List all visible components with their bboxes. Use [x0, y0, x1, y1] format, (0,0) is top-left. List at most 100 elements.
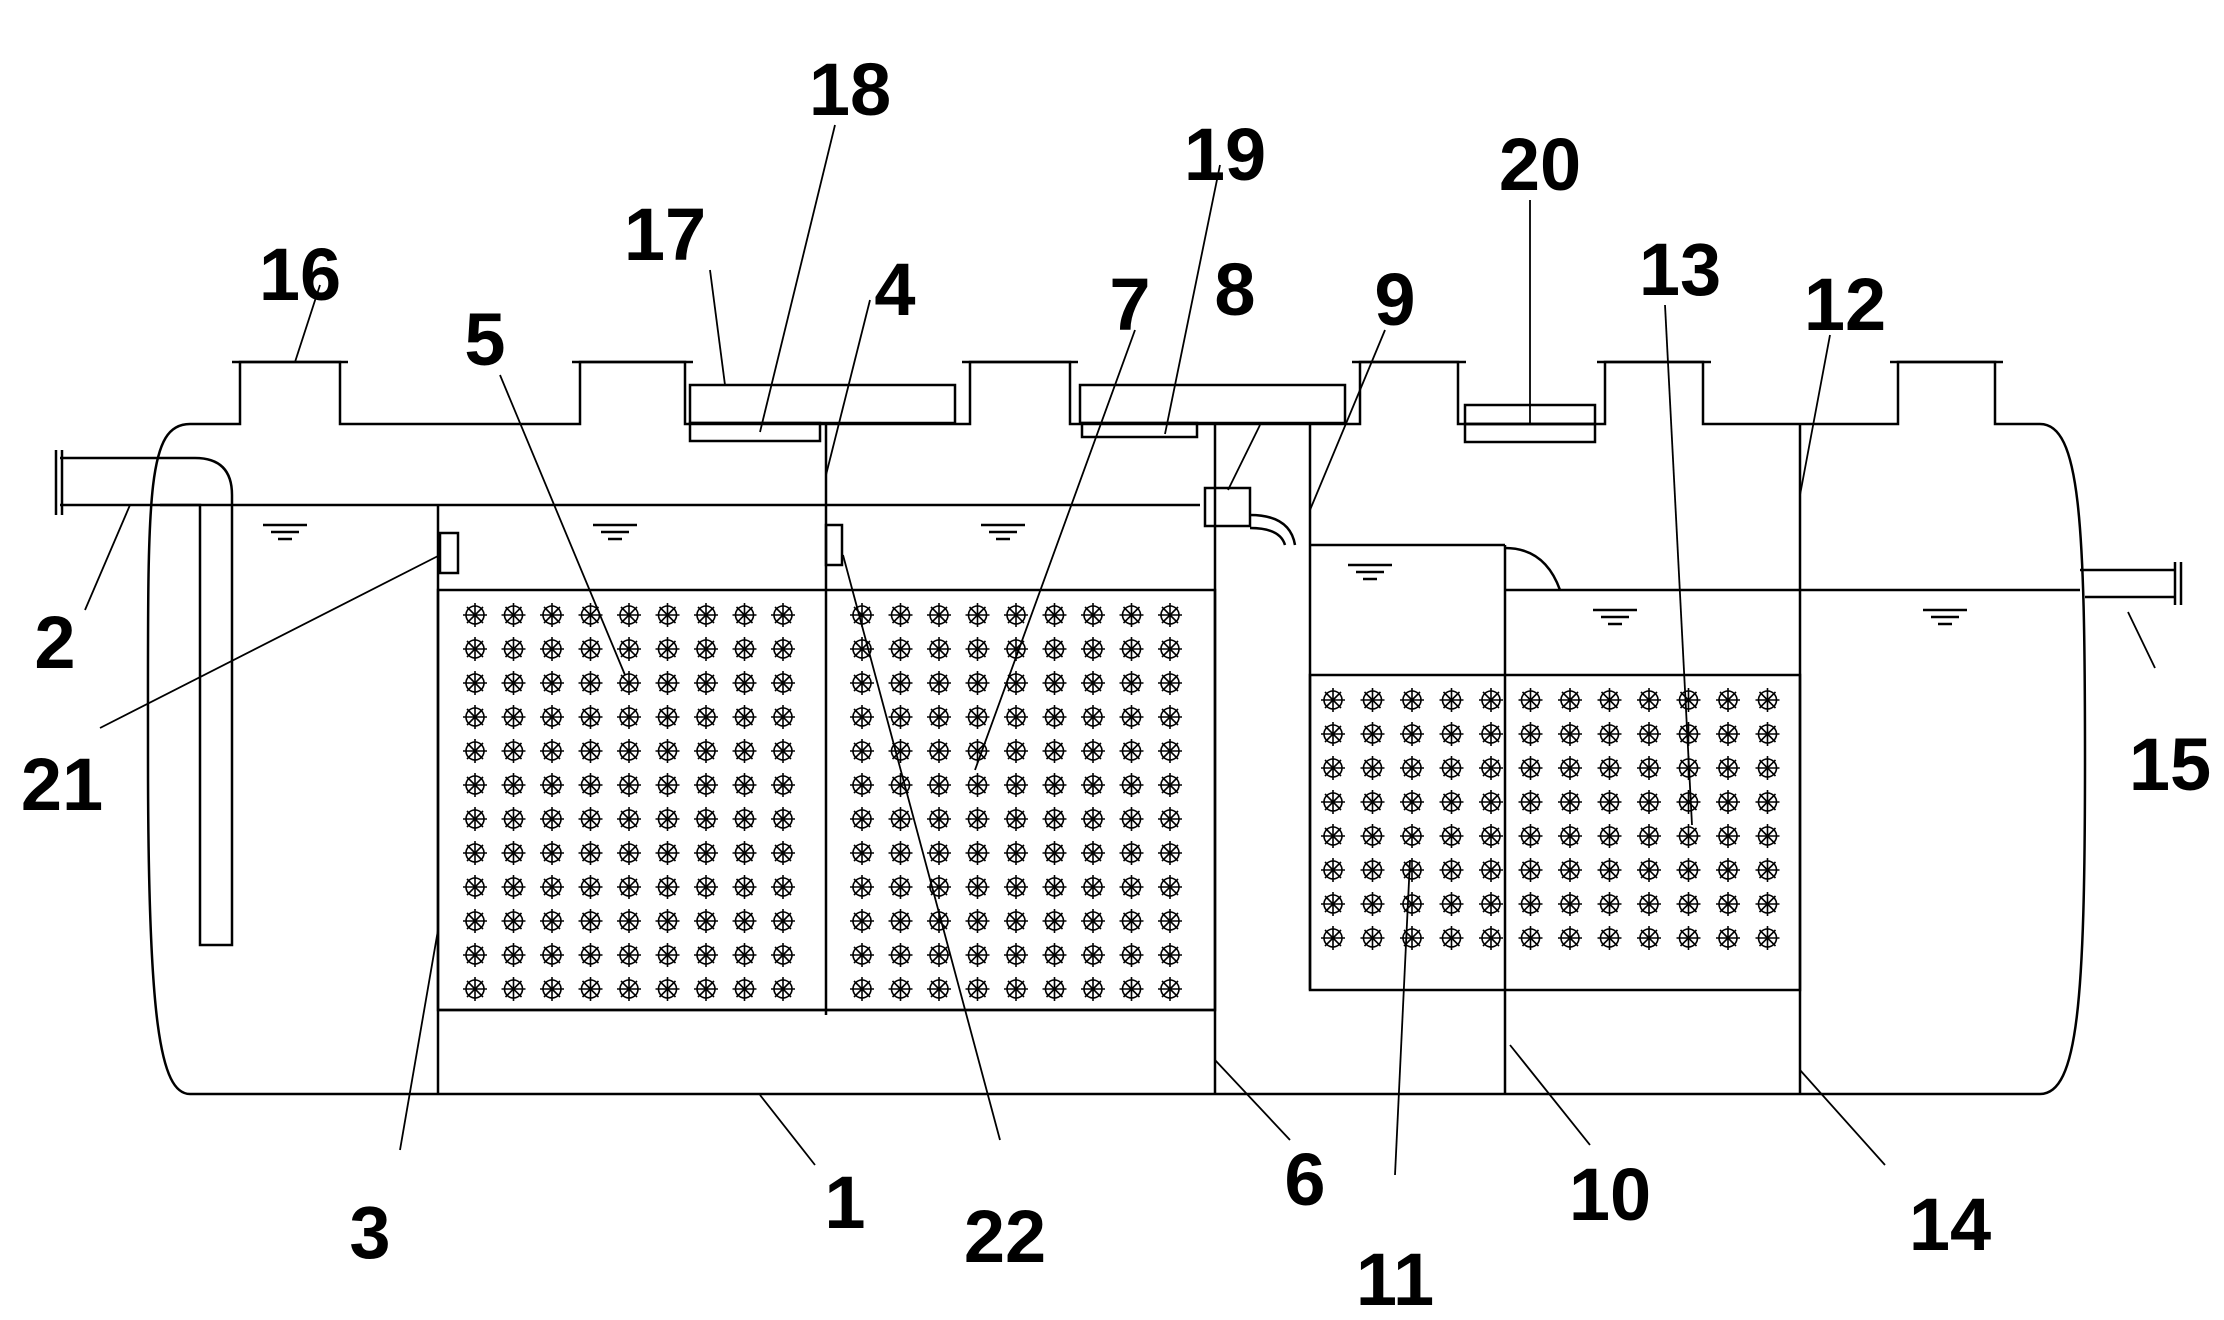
media-ball [578, 875, 603, 899]
media-ball [463, 603, 487, 627]
numeral-8: 8 [1214, 248, 1255, 331]
media-ball [655, 909, 680, 933]
media-ball [771, 943, 795, 967]
media-ball [1400, 824, 1424, 848]
media-ball [732, 637, 757, 661]
media-ball [694, 671, 718, 695]
numeral-15: 15 [2129, 723, 2211, 806]
media-ball [1042, 603, 1067, 627]
component-19 [1078, 383, 1347, 425]
media-ball [655, 705, 680, 729]
media-ball [1755, 756, 1780, 780]
media-ball [1518, 790, 1543, 814]
media-ball [1558, 926, 1582, 950]
media-ball [1637, 722, 1661, 746]
leader-9 [1309, 329, 1386, 511]
media-ball [1518, 756, 1543, 780]
numeral-13: 13 [1639, 228, 1721, 311]
media-ball [1119, 909, 1144, 933]
media-ball [1597, 926, 1622, 950]
media-ball [463, 977, 487, 1001]
media-ball [1518, 824, 1543, 848]
media-ball [1004, 705, 1028, 729]
media-ball [1081, 705, 1105, 729]
media-ball [1360, 824, 1385, 848]
media-ball [1597, 824, 1622, 848]
media-ball [1119, 977, 1144, 1001]
media-ball [1119, 773, 1144, 797]
media-ball [617, 977, 641, 1001]
media-ball [1637, 790, 1661, 814]
media-ball [540, 875, 564, 899]
media-ball [578, 841, 603, 865]
media-ball [1716, 926, 1740, 950]
media-ball [732, 739, 757, 763]
numeral-2: 2 [34, 601, 75, 684]
media-ball [540, 739, 564, 763]
media-ball [850, 807, 874, 831]
media-ball [1676, 926, 1701, 950]
numeral-1: 1 [824, 1161, 865, 1244]
media-ball [965, 841, 990, 865]
media-ball [965, 637, 990, 661]
water-level-symbol [593, 523, 637, 541]
media-ball [578, 705, 603, 729]
media-ball [617, 909, 641, 933]
media-ball [965, 603, 990, 627]
media-ball [1158, 841, 1182, 865]
media-ball [732, 943, 757, 967]
media-ball [1400, 722, 1424, 746]
media-ball [1518, 892, 1543, 916]
leader-2 [84, 504, 131, 611]
media-ball [694, 705, 718, 729]
media-ball [1042, 705, 1067, 729]
media-ball [1081, 943, 1105, 967]
media-ball [501, 977, 526, 1001]
media-ball [1321, 858, 1345, 882]
media-ball [655, 773, 680, 797]
media-ball [1637, 858, 1661, 882]
media-ball [888, 705, 913, 729]
media-ball [850, 909, 874, 933]
numeral-11: 11 [1356, 1238, 1434, 1320]
media-ball [1004, 739, 1028, 763]
media-ball [850, 773, 874, 797]
media-ball [1439, 790, 1464, 814]
media-ball [965, 739, 990, 763]
media-ball [927, 603, 951, 627]
media-ball [1518, 926, 1543, 950]
media-ball [1439, 858, 1464, 882]
media-ball [578, 943, 603, 967]
leader-22 [842, 554, 1001, 1141]
media-ball [965, 875, 990, 899]
media-ball [463, 671, 487, 695]
media-ball [617, 739, 641, 763]
media-ball [965, 705, 990, 729]
media-ball [1081, 875, 1105, 899]
media-ball [732, 603, 757, 627]
media-ball [1676, 858, 1701, 882]
media-ball [1676, 824, 1701, 848]
media-ball [850, 943, 874, 967]
media-ball [1558, 756, 1582, 780]
media-ball [1439, 756, 1464, 780]
media-ball [1119, 671, 1144, 695]
media-ball [1716, 790, 1740, 814]
media-ball [1119, 875, 1144, 899]
numeral-20: 20 [1499, 123, 1581, 206]
media-ball [1558, 892, 1582, 916]
media-ball [1119, 943, 1144, 967]
media-ball [1755, 892, 1780, 916]
media-ball [1716, 892, 1740, 916]
media-ball [1158, 637, 1182, 661]
media-ball [888, 773, 913, 797]
media-ball [1676, 892, 1701, 916]
media-ball [850, 977, 874, 1001]
media-ball [771, 603, 795, 627]
media-ball [501, 773, 526, 797]
media-ball [1597, 688, 1622, 712]
filler-media [463, 603, 1780, 1001]
tank-structure [54, 360, 2183, 1096]
numeral-21: 21 [21, 743, 103, 826]
overflow-elbow-8-inner [1249, 526, 1287, 546]
